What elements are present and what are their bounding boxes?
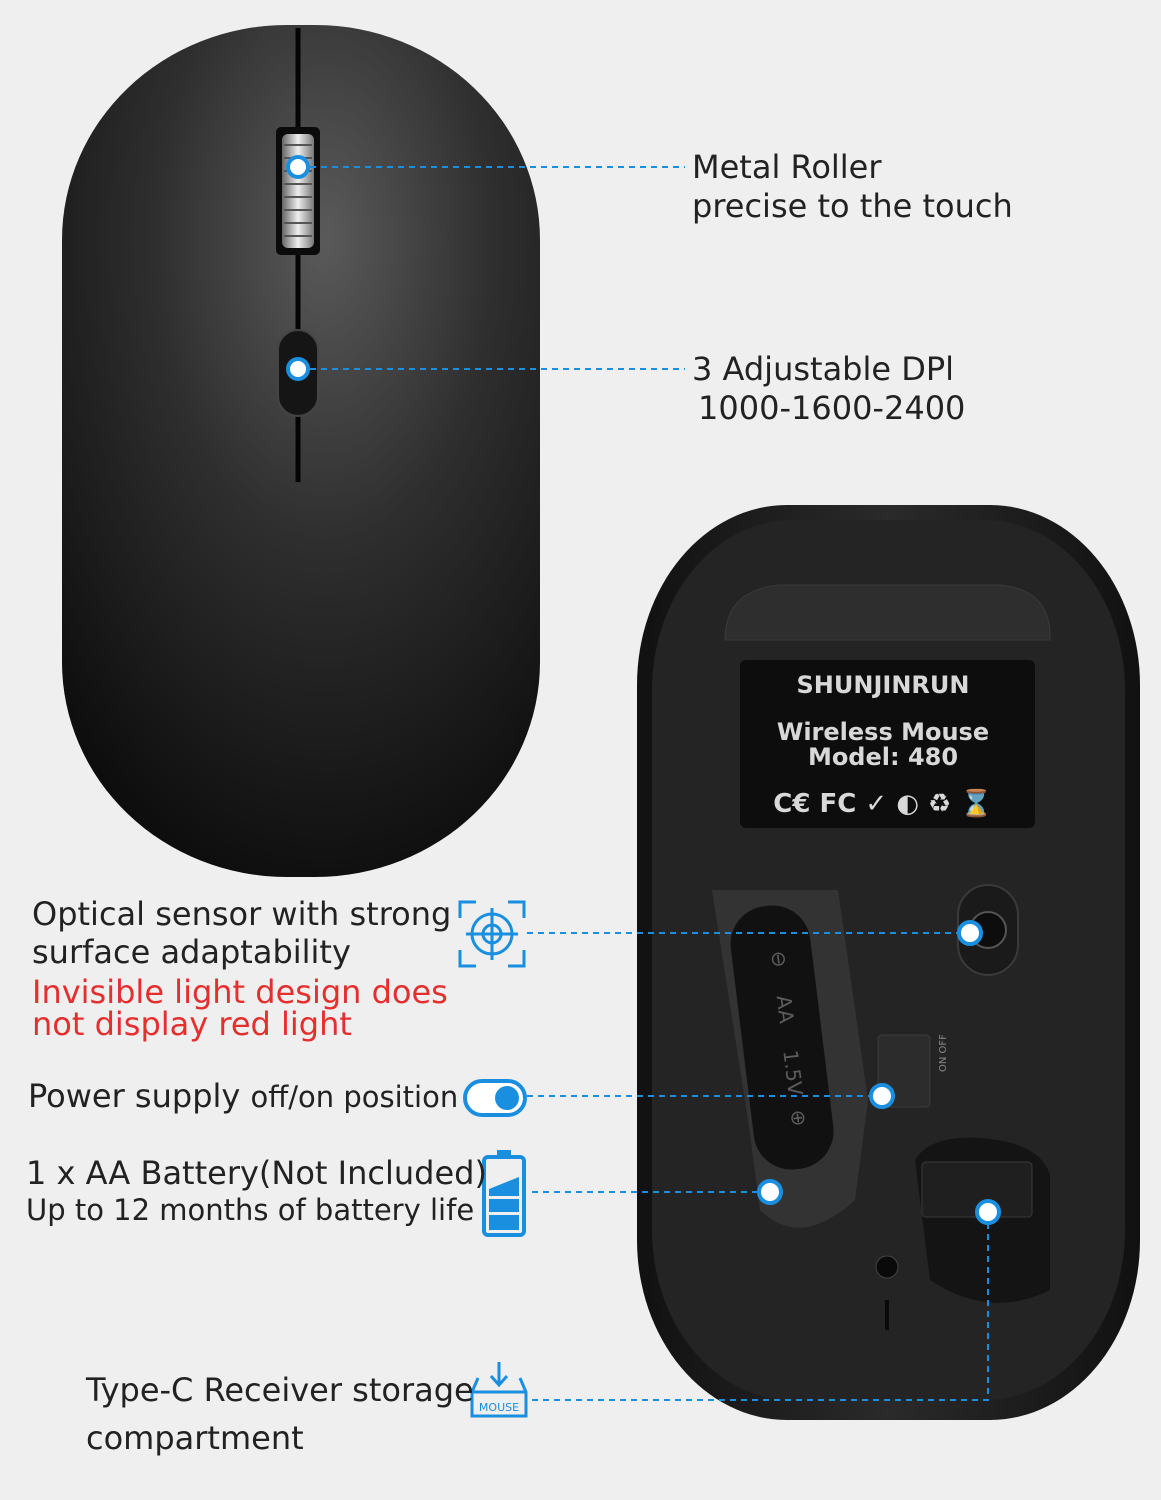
- power-callout: Power supply off/on position: [28, 1077, 458, 1116]
- power-subtitle: off/on position: [250, 1080, 459, 1114]
- metal-roller: [282, 134, 314, 248]
- storage-box-icon: MOUSE: [470, 1362, 528, 1418]
- roller-subtitle: precise to the touch: [692, 187, 1013, 226]
- mouse-top-body: [62, 25, 540, 877]
- storage-icon-text: MOUSE: [479, 1401, 519, 1414]
- sensor-title: Optical sensor with strong: [32, 895, 452, 933]
- receiver-dot: [975, 1199, 1001, 1225]
- mouse-top-view: [62, 25, 540, 877]
- power-title: Power supply: [28, 1077, 241, 1115]
- crosshair-icon: [458, 900, 526, 968]
- battery-plus-mark: ⊕: [786, 1108, 812, 1128]
- battery-title: 1 x AA Battery(Not Included): [26, 1154, 487, 1192]
- callout-lines: [310, 166, 989, 1401]
- toggle-switch-icon: [463, 1079, 527, 1117]
- dpi-dot: [286, 357, 310, 381]
- sensor-note-2: not display red light: [32, 1004, 352, 1043]
- product-label-sticker: [740, 660, 1035, 828]
- battery-type-mark: AA: [772, 994, 799, 1025]
- glide-pad-top: [724, 584, 1051, 641]
- screw-hole: [875, 1255, 899, 1279]
- battery-dot: [757, 1179, 783, 1205]
- battery-minus-mark: ⊖: [766, 949, 792, 969]
- label-brand: SHUNJINRUN: [797, 671, 970, 699]
- callout-dots: [286, 155, 1001, 1225]
- receiver-callout: Type-C Receiver storage compartment: [86, 1366, 474, 1462]
- roller-callout: Metal Roller precise to the touch: [692, 148, 1013, 226]
- sensor-note-1: Invisible light design does: [32, 972, 448, 1011]
- roller-dot: [286, 155, 310, 179]
- roller-title: Metal Roller: [692, 148, 882, 186]
- battery-subtitle: Up to 12 months of battery life: [26, 1193, 475, 1228]
- label-product: Wireless Mouse: [777, 718, 989, 746]
- receiver-subtitle: compartment: [86, 1419, 304, 1457]
- mouse-bottom-view: [637, 505, 1140, 1420]
- aa-battery: [730, 905, 834, 1170]
- receiver-callout-line: [530, 1212, 989, 1401]
- dpi-callout: 3 Adjustable DPl 1000-1600-2400: [692, 350, 965, 428]
- battery-icon: [482, 1150, 526, 1237]
- label-certifications: C€ FC ✓ ◐ ♻ ⌛: [773, 788, 992, 819]
- dpi-levels: 1000-1600-2400: [698, 389, 966, 428]
- sensor-dot: [957, 920, 983, 946]
- power-dot: [869, 1083, 895, 1109]
- sensor-callout: Optical sensor with strong surface adapt…: [32, 895, 452, 1043]
- battery-callout: 1 x AA Battery(Not Included) Up to 12 mo…: [26, 1154, 487, 1228]
- dpi-title: 3 Adjustable DPl: [692, 350, 955, 388]
- sensor-subtitle: surface adaptability: [32, 932, 351, 971]
- battery-voltage-mark: 1.5V: [778, 1049, 807, 1097]
- label-model: Model: 480: [808, 743, 958, 771]
- receiver-title: Type-C Receiver storage: [86, 1371, 474, 1409]
- switch-label: ON OFF: [938, 1034, 949, 1072]
